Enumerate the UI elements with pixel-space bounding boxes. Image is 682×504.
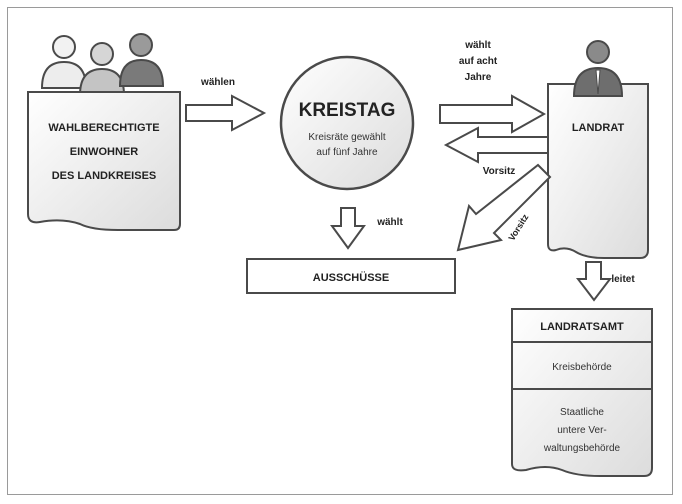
ausschuesse-group: AUSSCHÜSSE <box>246 258 456 294</box>
landrat-title: LANDRAT <box>572 122 625 134</box>
kreistag-line-1: Kreisräte gewählt <box>308 132 385 143</box>
voters-card <box>27 91 181 231</box>
voters-line-2: EINWOHNER <box>70 146 139 158</box>
label-waehlt-1: wählt <box>464 40 491 51</box>
ausschuesse-box <box>246 258 456 294</box>
label-waehlt-2: auf acht <box>459 56 498 67</box>
landratsamt-card <box>511 308 653 477</box>
label-waehlen: wählen <box>200 77 235 88</box>
diagram-frame <box>7 7 673 495</box>
voters-person-icon <box>118 33 165 87</box>
ausschuesse-title: AUSSCHÜSSE <box>313 271 389 284</box>
landrat-group: LANDRAT <box>547 40 649 259</box>
arrow-leitet: leitet <box>575 261 635 302</box>
landratsamt-group: LANDRATSAMT Kreisbehörde Staatliche unte… <box>511 308 653 477</box>
voters-person-icon <box>78 42 126 96</box>
landratsamt-title: LANDRATSAMT <box>540 321 624 333</box>
voters-line-1: WAHLBERECHTIGTE <box>48 122 159 134</box>
kreistag-title: KREISTAG <box>299 100 396 121</box>
arrow-waehlt-landrat: wählt auf acht Jahre <box>439 40 547 134</box>
landratsamt-section-2-line-1: Staatliche <box>560 407 604 418</box>
label-waehlt-3: Jahre <box>465 72 492 83</box>
landratsamt-section-2-line-3: waltungsbehörde <box>543 443 621 454</box>
landratsamt-section-1: Kreisbehörde <box>552 362 612 373</box>
kreistag-line-2: auf fünf Jahre <box>316 147 378 158</box>
kreistag-group: KREISTAG Kreisräte gewählt auf fünf Jahr… <box>279 55 415 191</box>
voters-group: WAHLBERECHTIGTE EINWOHNER DES LANDKREISE… <box>27 33 181 231</box>
voters-person-icon <box>40 35 88 89</box>
arrow-vorsitz-ausschuesse: Vorsitz <box>456 163 552 252</box>
arrow-waehlt-ausschuesse: wählt <box>330 207 403 250</box>
kreistag-circle <box>279 55 415 191</box>
label-vorsitz-kreistag: Vorsitz <box>483 166 516 177</box>
landrat-person-icon <box>572 40 624 97</box>
voters-line-3: DES LANDKREISES <box>52 170 157 182</box>
landrat-card <box>547 83 649 259</box>
arrow-vorsitz-kreistag: Vorsitz <box>443 126 549 177</box>
landratsamt-section-2-line-2: untere Ver- <box>557 425 606 436</box>
label-leitet: leitet <box>611 274 635 285</box>
arrow-waehlen: wählen <box>185 77 267 132</box>
label-waehlt-ausschuesse: wählt <box>376 217 403 228</box>
